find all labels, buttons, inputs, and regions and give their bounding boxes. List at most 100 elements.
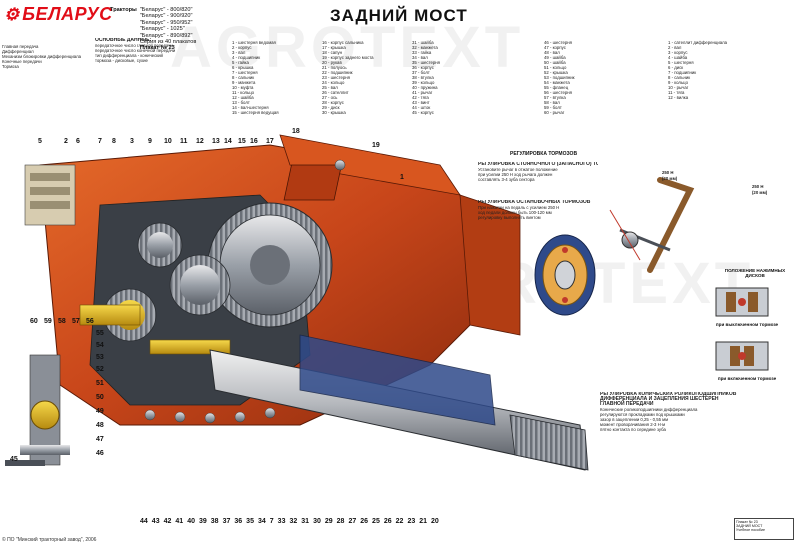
part-number: 18 (292, 128, 300, 135)
discs-on-caption: при включенном тормозе (717, 376, 777, 381)
poster-number: Плакат № 23 (139, 45, 175, 52)
legend-entry: 5 - гайка (232, 60, 249, 65)
service-brake-line: ход педали должен быть 100-120 мм (478, 210, 552, 215)
legend-entry: 44 - шток (412, 105, 431, 110)
watermark: AGROTEXT (170, 15, 525, 80)
stamp-line: ЗАДНИЙ МОСТ (736, 524, 763, 529)
legend-entry: 49 - шайба (544, 55, 566, 60)
legend-entry: 17 - крышка (322, 45, 346, 50)
legend-entry: 57 - втулка (544, 95, 566, 100)
legend-entry: 10 - рычаг (668, 85, 689, 90)
part-number: 29 (324, 518, 333, 525)
brake-pedal-illustration (609, 177, 695, 273)
dimension-label: (20 мм) (662, 176, 678, 181)
legend-entry: 3 - вал (232, 50, 246, 55)
legend-entry: 38 - втулка (412, 75, 434, 80)
part-number: 39 (198, 518, 207, 525)
legend-entry: 20 - рукав (322, 60, 342, 65)
part-number: 25 (372, 518, 380, 525)
tractor-model: "Беларус" - 950/952" (139, 19, 193, 26)
service-brake-heading: РЕГУЛИРОВКА ОСТАНОВОЧНЫХ ТОРМОЗОВ (478, 200, 591, 205)
part-number: 28 (336, 518, 345, 525)
legend-entry: 4 - шайба (668, 55, 688, 60)
part-number: 3 (130, 138, 134, 145)
bearing-line: регулируются прокладками под крышками (600, 412, 685, 417)
force-label: 250 Н (662, 170, 674, 175)
part-number: 7 (269, 518, 274, 525)
parking-brake-block: РЕГУЛИРОВКА СТОЯНОЧНОГО (ЗАПАСНОГО) ТОРМ… (478, 162, 598, 182)
main-data-heading: ОСНОВНЫЕ ДАННЫЕ: (95, 38, 152, 43)
legend-entry: 18 - сапун (322, 50, 342, 55)
part-number: 22 (395, 518, 404, 525)
part-number: 58 (58, 318, 66, 325)
tractor-models-block: Тракторы "Беларус" - 800/820" "Беларус" … (110, 7, 220, 52)
legend-entry: 31 - шайба (412, 40, 434, 45)
part-number: 52 (96, 366, 104, 373)
part-number: 40 (187, 518, 195, 525)
stamp-line: Учебное пособие (736, 528, 765, 533)
part-number: 15 (238, 138, 246, 145)
legend-entry: 11 - тяга (668, 90, 685, 95)
part-number: 27 (348, 518, 357, 525)
legend-entry: 11 - кольцо (232, 90, 255, 95)
legend-entry: 47 - корпус (544, 45, 566, 50)
tractor-model: "Беларус" - 1025" (139, 26, 185, 33)
main-data-line: передаточное число главной передачи (95, 43, 173, 48)
tractor-model: "Беларус" - 890/892" (139, 32, 193, 39)
bearing-block: РЕГУЛИРОВКА КОНИЧЕСКИХ РОЛИКОПОДШИПНИКОВ… (600, 392, 740, 432)
legend-entry: 46 - шестерня (544, 40, 572, 45)
part-number: 53 (96, 354, 104, 361)
legend-entry: 50 - шайба (544, 60, 566, 65)
force-label: 250 Н (752, 184, 764, 189)
part-number: 17 (266, 138, 274, 145)
legend-item: Конечные передачи (2, 59, 42, 64)
part-number: 23 (407, 518, 416, 525)
legend-entry: 34 - вал (412, 55, 428, 60)
legend-entry: 4 - подшипник (232, 55, 261, 60)
discs-on-diagram (715, 341, 769, 371)
part-number: 43 (151, 518, 160, 525)
legend-entry: 23 - шестерня (322, 75, 350, 80)
tractor-model: "Беларус" - 900/920" (139, 13, 193, 20)
part-number: 21 (419, 518, 428, 525)
part-number: 16 (250, 138, 258, 145)
part-number: 49 (96, 408, 104, 415)
legend-entry: 59 - болт (544, 105, 562, 110)
part-number: 2 (64, 138, 68, 145)
part-number: 37 (222, 518, 231, 525)
legend-entry: 41 - рычаг (412, 90, 433, 95)
legend-entry: 2 - корпус (232, 45, 252, 50)
part-number: 38 (210, 518, 219, 525)
part-number: 57 (72, 318, 80, 325)
bearing-line: пятно контакта по середине зуба (600, 427, 666, 432)
main-data-line: тип дифференциала - конический (95, 53, 163, 58)
part-number: 42 (163, 518, 172, 525)
legend-entry: 32 - манжета (412, 45, 438, 50)
legend-entry: 2 - вал (668, 45, 682, 50)
part-number: 6 (76, 138, 80, 145)
brand-logo: ⚙ БЕЛАРУС (4, 4, 113, 25)
legend-entry: 13 - болт (232, 100, 250, 105)
legend-entry: 21 - полуось (322, 65, 347, 70)
brake-disc-illustration (534, 234, 596, 316)
discs-off-diagram (715, 287, 769, 317)
part-number: 31 (301, 518, 310, 525)
part-number: 44 (140, 518, 148, 525)
part-number: 30 (313, 518, 321, 525)
legend-item: Дифференциал (2, 49, 34, 54)
legend-entry: 9 - манжета (232, 80, 256, 85)
part-number: 59 (44, 318, 52, 325)
part-number: 54 (96, 342, 104, 349)
part-number: 41 (175, 518, 184, 525)
legend-entry: 7 - подшипник (668, 70, 697, 75)
footer-copyright: © ПО "Минский тракторный завод", 2006 (2, 537, 97, 543)
main-data-block: ОСНОВНЫЕ ДАННЫЕ: передаточное число глав… (95, 38, 225, 63)
legend-left: Главная передача Дифференциал Механизм б… (2, 44, 88, 69)
discs-off-caption: при выключенном тормозе (715, 322, 779, 327)
part-number: 35 (246, 518, 254, 525)
legend-entry: 1 - сателлит дифференциала (668, 40, 728, 45)
